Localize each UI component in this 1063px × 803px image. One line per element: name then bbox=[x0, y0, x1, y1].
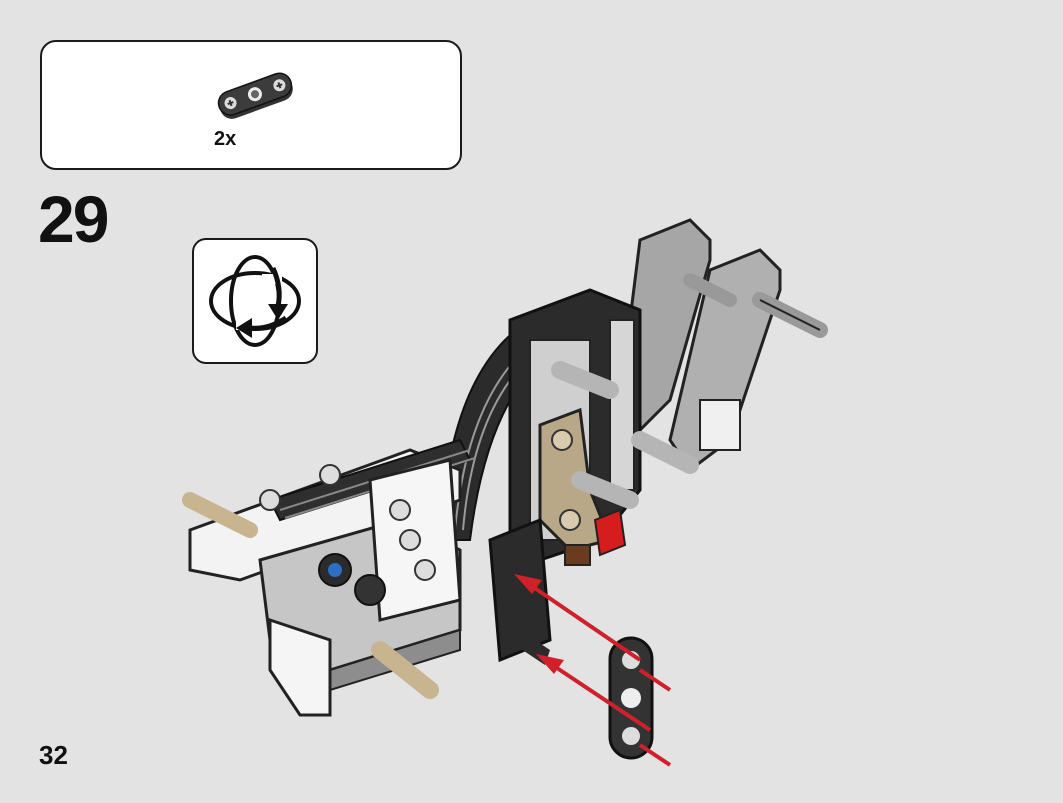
parts-callout: 2x bbox=[40, 40, 462, 170]
step-number: 29 bbox=[38, 182, 109, 256]
assembly-arrows bbox=[514, 574, 672, 767]
beam-3-hole-icon bbox=[217, 72, 293, 119]
rotate-model-icon bbox=[209, 255, 301, 347]
model-body bbox=[182, 218, 828, 717]
rotate-indicator bbox=[192, 238, 318, 364]
page-number: 32 bbox=[39, 740, 68, 770]
model-illustration bbox=[182, 218, 828, 767]
beam-being-attached bbox=[608, 636, 654, 760]
part-quantity: 2x bbox=[214, 128, 237, 150]
